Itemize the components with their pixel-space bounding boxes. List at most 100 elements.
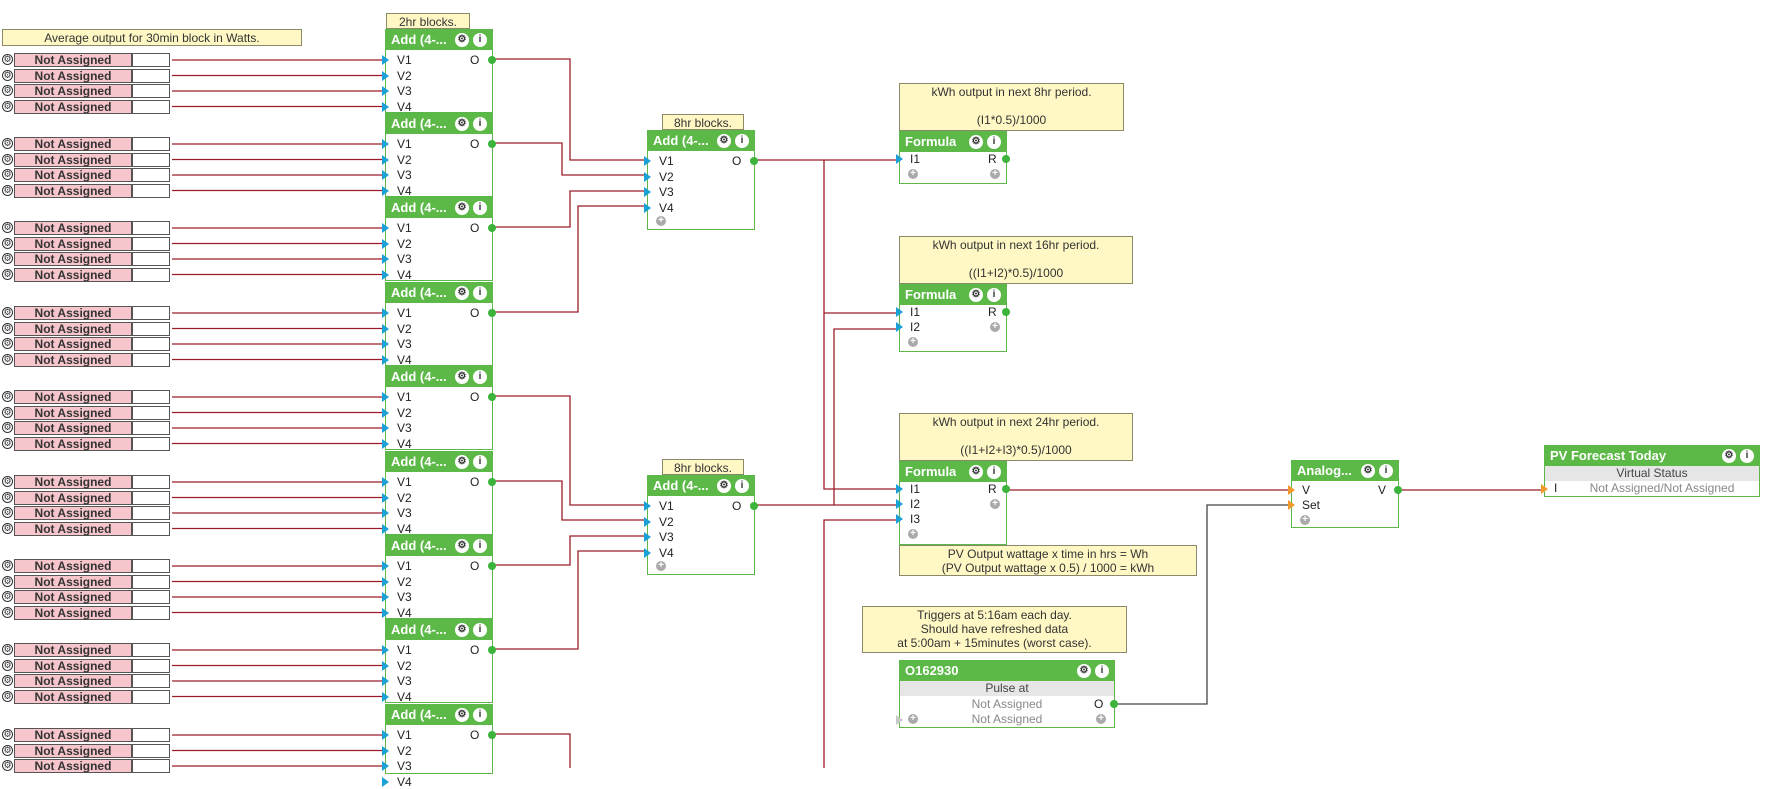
pulse-input-port[interactable] bbox=[896, 715, 903, 725]
formula-16hr-output-port[interactable] bbox=[1002, 308, 1010, 316]
input-value[interactable]: Not Assigned bbox=[14, 689, 132, 704]
gear-icon[interactable]: ⚙ bbox=[2, 437, 13, 449]
add-block-1-info-icon[interactable]: i bbox=[473, 33, 487, 47]
add-block-9-port-v1[interactable] bbox=[382, 730, 389, 740]
input-value[interactable]: Not Assigned bbox=[14, 574, 132, 589]
analog-port-v[interactable] bbox=[1288, 485, 1295, 495]
formula-8hr-info-icon[interactable]: i bbox=[987, 135, 1001, 149]
add-block-9-port-v2[interactable] bbox=[382, 745, 389, 756]
input-row[interactable]: ⚙Not Assigned bbox=[0, 759, 172, 773]
gear-icon[interactable]: ⚙ bbox=[2, 153, 13, 165]
add-block-6-output-port[interactable] bbox=[488, 478, 496, 486]
add-block-2-port-v1[interactable] bbox=[382, 139, 389, 149]
add-block-5-port-v4[interactable] bbox=[382, 438, 389, 449]
input-row[interactable]: ⚙Not Assigned bbox=[0, 68, 172, 83]
gear-icon[interactable]: ⚙ bbox=[2, 760, 13, 771]
formula-16hr-info-icon[interactable]: i bbox=[987, 288, 1001, 302]
input-row[interactable]: ⚙Not Assigned bbox=[0, 306, 172, 320]
pulse-add-output-plus-icon[interactable]: + bbox=[1096, 714, 1106, 724]
input-value[interactable]: Not Assigned bbox=[14, 321, 132, 336]
add-block-2-port-v4[interactable] bbox=[382, 185, 389, 196]
add-8hr-block-a-port-v3[interactable] bbox=[644, 187, 651, 197]
gear-icon[interactable]: ⚙ bbox=[2, 491, 13, 503]
input-row[interactable]: ⚙Not Assigned bbox=[0, 421, 172, 435]
wire-2hr-to-8hr[interactable] bbox=[493, 535, 647, 566]
add-block-4-output-port[interactable] bbox=[488, 309, 496, 317]
input-row[interactable]: ⚙Not Assigned bbox=[0, 743, 172, 758]
input-row[interactable]: ⚙Not Assigned bbox=[0, 337, 172, 351]
gear-icon[interactable]: ⚙ bbox=[2, 744, 13, 756]
input-value[interactable]: Not Assigned bbox=[14, 759, 132, 773]
wire-pulse-to-analog-set[interactable] bbox=[1115, 504, 1291, 705]
gear-icon[interactable]: ⚙ bbox=[2, 100, 13, 112]
input-row[interactable]: ⚙Not Assigned bbox=[0, 728, 172, 742]
gear-icon[interactable]: ⚙ bbox=[2, 184, 13, 196]
pv-input-port[interactable] bbox=[1541, 484, 1548, 494]
input-row[interactable]: ⚙Not Assigned bbox=[0, 590, 172, 604]
input-row[interactable]: ⚙Not Assigned bbox=[0, 559, 172, 573]
add-block-6-port-v1[interactable] bbox=[382, 477, 389, 487]
add-block-8-port-v3[interactable] bbox=[382, 676, 389, 686]
add-block-6-port-v3[interactable] bbox=[382, 508, 389, 518]
input-value[interactable]: Not Assigned bbox=[14, 306, 132, 320]
add-block-8-port-v1[interactable] bbox=[382, 645, 389, 655]
input-value[interactable]: Not Assigned bbox=[14, 743, 132, 758]
analog-output-port[interactable] bbox=[1394, 486, 1402, 494]
add-8hr-block-a-settings-icon[interactable]: ⚙ bbox=[717, 134, 731, 148]
wire-2hr-to-8hr[interactable] bbox=[493, 395, 647, 506]
input-row[interactable]: ⚙Not Assigned bbox=[0, 53, 172, 67]
add-block-1-output-port[interactable] bbox=[488, 56, 496, 64]
add-block-4-info-icon[interactable]: i bbox=[473, 286, 487, 300]
gear-icon[interactable]: ⚙ bbox=[2, 222, 13, 233]
add-block-5-settings-icon[interactable]: ⚙ bbox=[455, 370, 469, 384]
add-port-plus-icon[interactable]: + bbox=[656, 561, 666, 571]
input-value[interactable]: Not Assigned bbox=[14, 267, 132, 282]
pv-forecast-block-info-icon[interactable]: i bbox=[1740, 449, 1754, 463]
input-row[interactable]: ⚙Not Assigned bbox=[0, 321, 172, 336]
add-block-7-port-v3[interactable] bbox=[382, 592, 389, 602]
formula-24hr-info-icon[interactable]: i bbox=[987, 465, 1001, 479]
gear-icon[interactable]: ⚙ bbox=[2, 353, 13, 365]
add-block-9-settings-icon[interactable]: ⚙ bbox=[455, 708, 469, 722]
input-value[interactable]: Not Assigned bbox=[14, 643, 132, 657]
formula-add-input-plus-icon[interactable]: + bbox=[908, 169, 918, 179]
analog-port-set[interactable] bbox=[1288, 500, 1295, 510]
gear-icon[interactable]: ⚙ bbox=[2, 253, 13, 264]
analog-block-info-icon[interactable]: i bbox=[1379, 464, 1393, 478]
input-value[interactable]: Not Assigned bbox=[14, 421, 132, 435]
input-row[interactable]: ⚙Not Assigned bbox=[0, 152, 172, 167]
gear-icon[interactable]: ⚙ bbox=[2, 522, 13, 534]
add-block-8-port-v4[interactable] bbox=[382, 691, 389, 702]
add-block-1-port-v2[interactable] bbox=[382, 70, 389, 81]
formula-24hr-port-i1[interactable] bbox=[896, 484, 903, 494]
input-value[interactable]: Not Assigned bbox=[14, 490, 132, 505]
add-block-9-output-port[interactable] bbox=[488, 731, 496, 739]
input-row[interactable]: ⚙Not Assigned bbox=[0, 605, 172, 620]
formula-24hr-settings-icon[interactable]: ⚙ bbox=[969, 465, 983, 479]
add-block-9-port-v3[interactable] bbox=[382, 761, 389, 771]
add-block-7-port-v2[interactable] bbox=[382, 576, 389, 587]
formula-16hr-port-i1[interactable] bbox=[896, 307, 903, 317]
add-block-8-info-icon[interactable]: i bbox=[473, 623, 487, 637]
gear-icon[interactable]: ⚙ bbox=[2, 169, 13, 180]
pv-forecast-block-settings-icon[interactable]: ⚙ bbox=[1722, 449, 1736, 463]
wire-2hr-to-8hr[interactable] bbox=[493, 142, 647, 176]
input-value[interactable]: Not Assigned bbox=[14, 352, 132, 367]
input-value[interactable]: Not Assigned bbox=[14, 605, 132, 620]
input-value[interactable]: Not Assigned bbox=[14, 658, 132, 673]
add-block-6-settings-icon[interactable]: ⚙ bbox=[455, 455, 469, 469]
input-row[interactable]: ⚙Not Assigned bbox=[0, 490, 172, 505]
add-block-3-settings-icon[interactable]: ⚙ bbox=[455, 201, 469, 215]
input-value[interactable]: Not Assigned bbox=[14, 390, 132, 404]
gear-icon[interactable]: ⚙ bbox=[2, 69, 13, 81]
input-row[interactable]: ⚙Not Assigned bbox=[0, 574, 172, 589]
add-block-4-port-v3[interactable] bbox=[382, 339, 389, 349]
